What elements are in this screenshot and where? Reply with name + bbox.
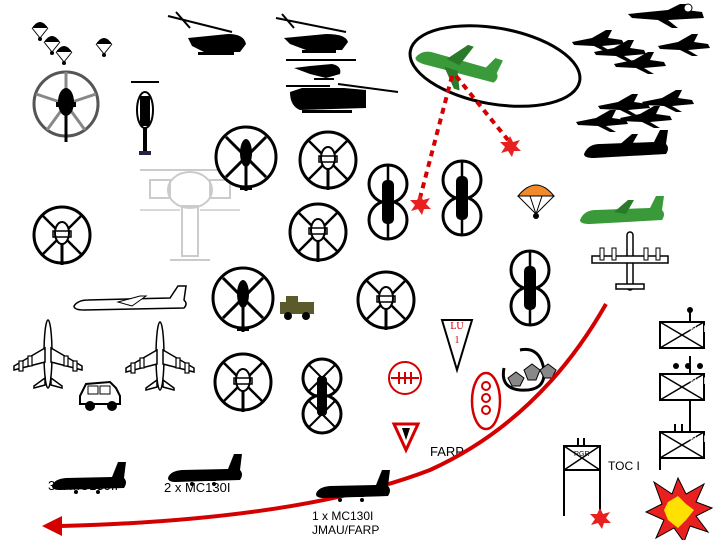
- helicopter-icon: [301, 357, 343, 435]
- objective-marker: [388, 361, 422, 395]
- helicopter-icon: [286, 83, 399, 113]
- jeep-icon: [280, 296, 314, 320]
- route-lines: [418, 74, 510, 199]
- equipment-icon: [501, 347, 557, 392]
- toc-label: TOC I: [608, 459, 640, 473]
- mc130ii-label: 3 x MC130II: [48, 478, 118, 493]
- explosion-icon: [590, 508, 611, 529]
- fighter-jet-icon: [572, 30, 710, 74]
- helicopter-icon: [211, 266, 275, 334]
- fighter-jet-icon: [576, 90, 694, 132]
- transport-plane-icon: [580, 196, 664, 224]
- transport-plane-icon: [125, 321, 195, 391]
- helicopter-icon: [214, 125, 278, 193]
- helicopter-icon: [32, 70, 100, 142]
- helicopter-icon: [367, 163, 409, 241]
- helicopter-icon: [131, 81, 159, 155]
- rgr-toc-label: RGR: [574, 451, 590, 458]
- helicopter-icon: [275, 13, 348, 53]
- mc130i-jmau-label-line2: JMAU/FARP: [312, 523, 379, 537]
- helicopter-icon: [32, 205, 92, 267]
- transport-plane-icon: [13, 319, 83, 389]
- mc130i-jmau-label-line1: 1 x MC130I: [312, 509, 373, 523]
- movement-arrow: [42, 303, 608, 536]
- rgr-label-2: RGR: [690, 376, 711, 386]
- parachute-icon: [516, 184, 556, 219]
- lu-label-line2: 1: [455, 335, 460, 346]
- lu-label-line1: LU: [450, 321, 464, 332]
- mc130i-label: 2 x MC130I: [164, 480, 230, 495]
- jeep-icon: [79, 380, 121, 411]
- helicopter-icon: [288, 202, 348, 264]
- transport-plane-icon: [591, 231, 669, 291]
- fighter-jet-icon: [628, 3, 704, 28]
- helicopter-icon: [509, 249, 551, 327]
- explosion-icon: [644, 476, 714, 540]
- helicopter-icon: [298, 130, 358, 192]
- rgr-label-1: RGR: [690, 324, 711, 334]
- helicopter-icon: [441, 159, 483, 237]
- landing-unit-marker: [440, 319, 474, 374]
- equipment-icon: [470, 371, 502, 431]
- helicopter-icon: [356, 270, 416, 332]
- rgr-label-3: RGR: [690, 434, 711, 444]
- transport-plane-icon: [73, 285, 187, 311]
- transport-plane-icon: [584, 130, 668, 158]
- helicopter-icon: [167, 11, 246, 55]
- transport-plane-icon: [408, 24, 582, 108]
- helicopter-icon: [140, 169, 240, 261]
- parachute-icon: [31, 21, 113, 66]
- farp-icon: [391, 422, 421, 454]
- helicopter-icon: [213, 352, 273, 414]
- helicopter-icon: [286, 59, 356, 80]
- flag-icon: [563, 438, 601, 516]
- transport-plane-icon: [316, 470, 390, 502]
